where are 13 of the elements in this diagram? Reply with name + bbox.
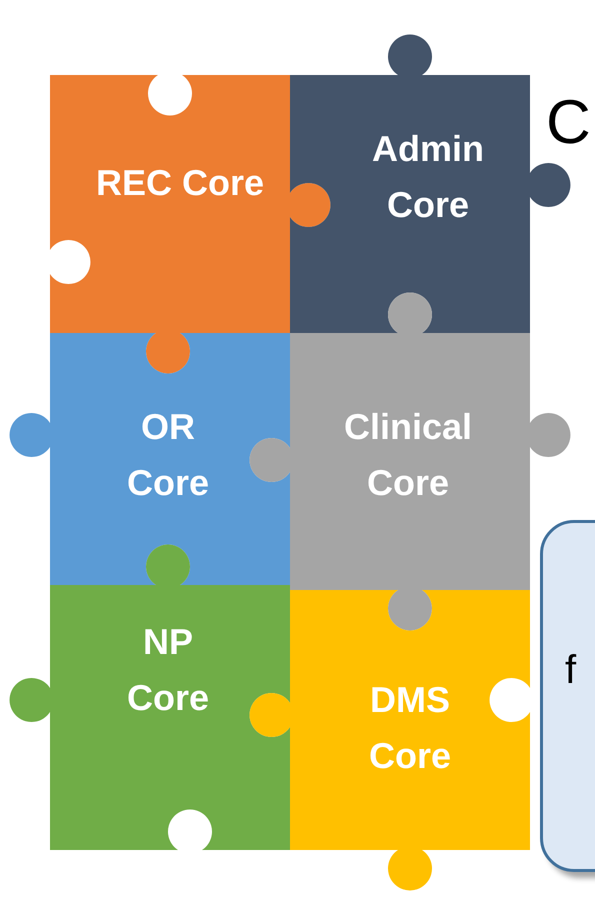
callout-text: f — [565, 648, 576, 693]
piece-label: OR Core — [126, 405, 210, 505]
puzzle-piece — [9, 544, 290, 850]
piece-label: REC Core — [94, 161, 266, 205]
piece-label: DMS Core — [368, 678, 452, 778]
piece-label: Clinical Core — [342, 405, 474, 505]
heading-fragment: C — [546, 92, 591, 154]
piece-label: NP Core — [126, 620, 210, 720]
puzzle-piece — [249, 590, 530, 891]
piece-label: Admin Core — [371, 127, 485, 227]
puzzle-piece — [50, 75, 331, 374]
puzzle-piece — [249, 292, 571, 631]
puzzle-piece — [9, 333, 290, 585]
